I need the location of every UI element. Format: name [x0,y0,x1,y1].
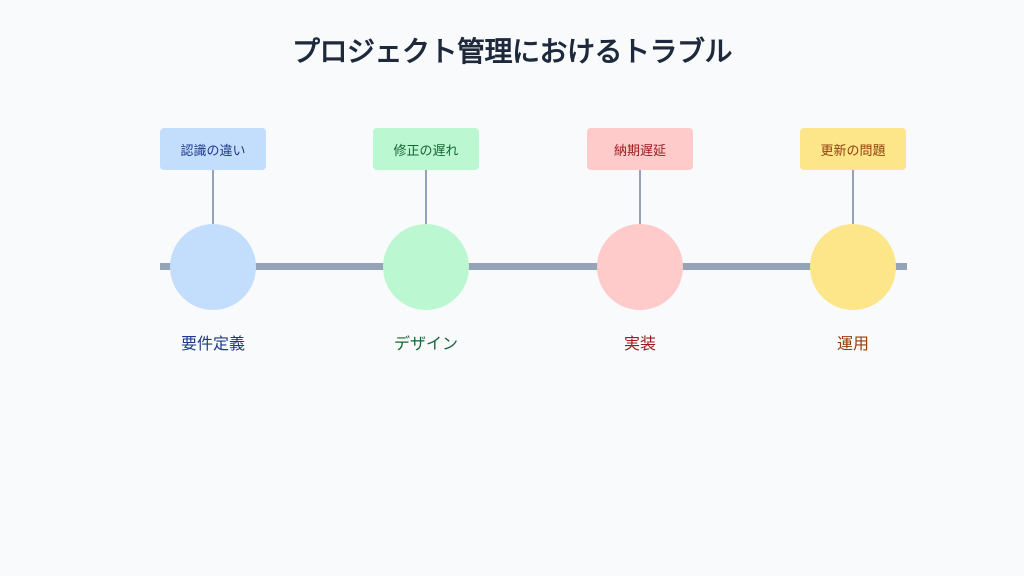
stage-operation: 更新の問題 運用 [793,0,913,576]
timeline-line [160,263,907,270]
issue-box-requirements: 認識の違い [160,128,266,170]
stage-label-implementation: 実装 [623,334,656,353]
node-requirements [170,224,256,310]
stage-label-operation: 運用 [836,334,869,353]
connector-design [425,170,427,224]
stage-design: 修正の遅れ デザイン [366,0,486,576]
node-implementation [597,224,683,310]
node-operation [810,224,896,310]
stage-label-requirements: 要件定義 [180,334,245,353]
issue-box-operation: 更新の問題 [800,128,906,170]
issue-box-implementation: 納期遅延 [587,128,693,170]
connector-implementation [639,170,641,224]
connector-operation [852,170,854,224]
issue-box-design: 修正の遅れ [373,128,479,170]
stage-implementation: 納期遅延 実装 [580,0,700,576]
diagram-title: プロジェクト管理におけるトラブル [291,35,733,68]
stage-label-design: デザイン [393,334,458,353]
stage-requirements: 認識の違い 要件定義 [153,0,273,576]
connector-requirements [212,170,214,224]
node-design [383,224,469,310]
